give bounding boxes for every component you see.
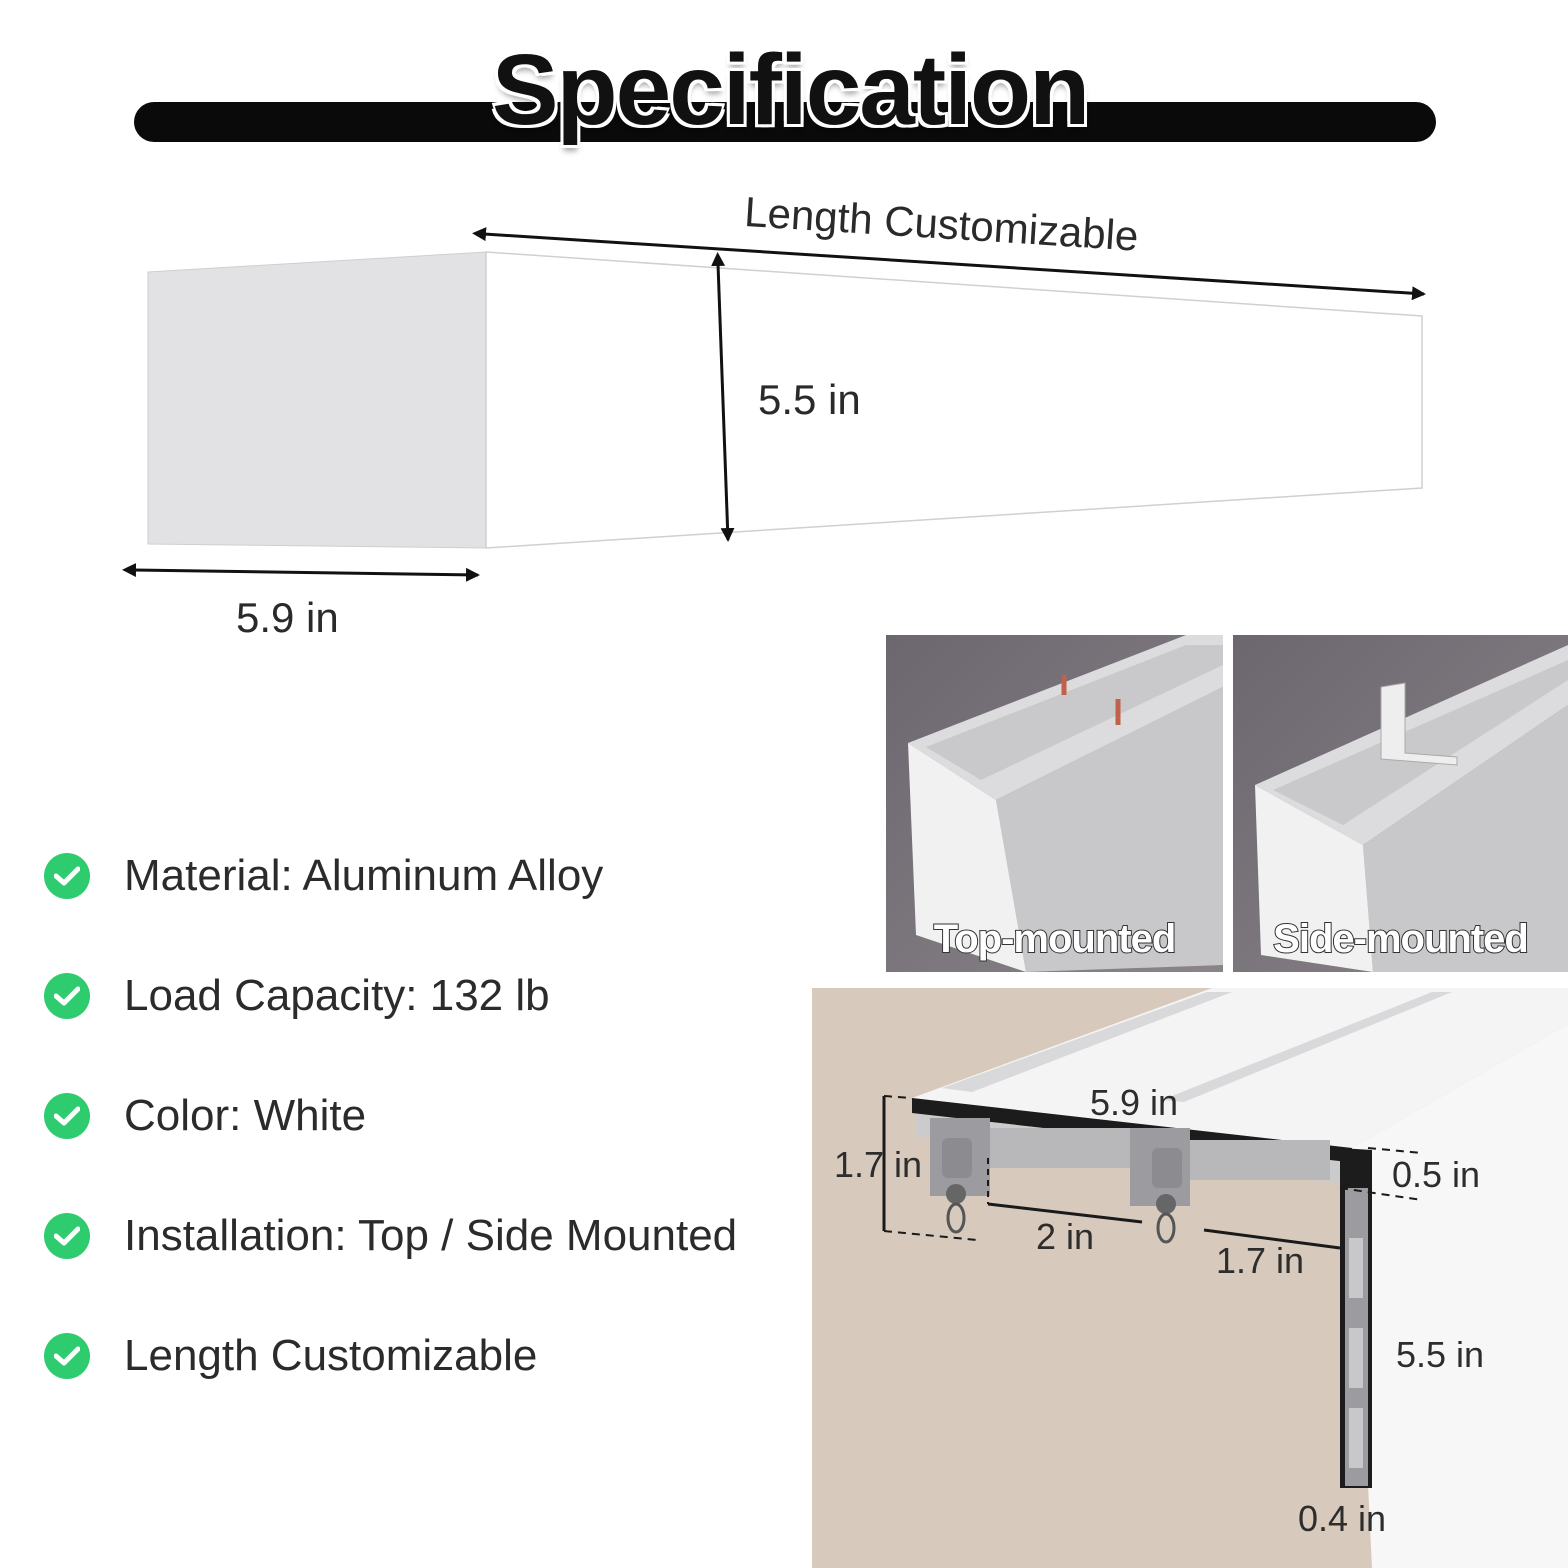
side-mounted-photo: Side-mounted bbox=[1233, 635, 1568, 972]
box-long-face bbox=[485, 251, 1423, 549]
check-circle-icon bbox=[44, 1213, 90, 1259]
feature-item: Color: White bbox=[44, 1086, 366, 1146]
feature-item: Length Customizable bbox=[44, 1326, 537, 1386]
page-title: Specification bbox=[490, 33, 1091, 148]
feature-text: Color: White bbox=[124, 1091, 367, 1140]
height-label: 5.5 in bbox=[758, 376, 861, 423]
feature-text: Length Customizable bbox=[124, 1331, 538, 1380]
feature-text: Material: Aluminum Alloy bbox=[124, 851, 604, 900]
rail-height-label: 1.7 in bbox=[834, 1144, 923, 1185]
feature-item: Installation: Top / Side Mounted bbox=[44, 1206, 737, 1266]
width-label: 5.9 in bbox=[236, 594, 339, 641]
top-width-label: 5.9 in bbox=[1090, 1082, 1179, 1123]
check-circle-icon bbox=[44, 973, 90, 1019]
length-arrow bbox=[472, 227, 1426, 301]
cross-section-panel: 5.9 in 1.7 in 2 in 1.7 in 0.5 in 5.5 in … bbox=[812, 988, 1568, 1568]
side-height-label: 5.5 in bbox=[1396, 1334, 1485, 1375]
feature-item: Material: Aluminum Alloy bbox=[44, 846, 603, 906]
side-mounted-label: Side-mounted bbox=[1272, 916, 1530, 962]
top-mounted-illustration bbox=[886, 635, 1223, 972]
check-circle-icon bbox=[44, 1093, 90, 1139]
track-offset-label: 1.7 in bbox=[1216, 1240, 1305, 1281]
feature-text: Load Capacity: 132 lb bbox=[124, 971, 550, 1020]
top-mounted-photo: Top-mounted bbox=[886, 635, 1223, 972]
side-mounted-illustration bbox=[1233, 635, 1568, 972]
feature-item: Load Capacity: 132 lb bbox=[44, 966, 550, 1026]
top-thickness-label: 0.5 in bbox=[1392, 1154, 1481, 1195]
check-circle-icon bbox=[44, 853, 90, 899]
title-bar bbox=[134, 102, 1436, 142]
width-arrow bbox=[122, 563, 480, 582]
side-thickness-label: 0.4 in bbox=[1298, 1498, 1387, 1539]
height-arrow bbox=[711, 252, 735, 542]
check-circle-icon bbox=[44, 1333, 90, 1379]
dimension-diagram bbox=[122, 227, 1426, 582]
cross-section-illustration bbox=[882, 988, 1568, 1568]
feature-text: Installation: Top / Side Mounted bbox=[124, 1211, 738, 1260]
box-end-face bbox=[147, 251, 487, 549]
top-mounted-label: Top-mounted bbox=[933, 916, 1178, 962]
track-spacing-label: 2 in bbox=[1036, 1216, 1095, 1257]
